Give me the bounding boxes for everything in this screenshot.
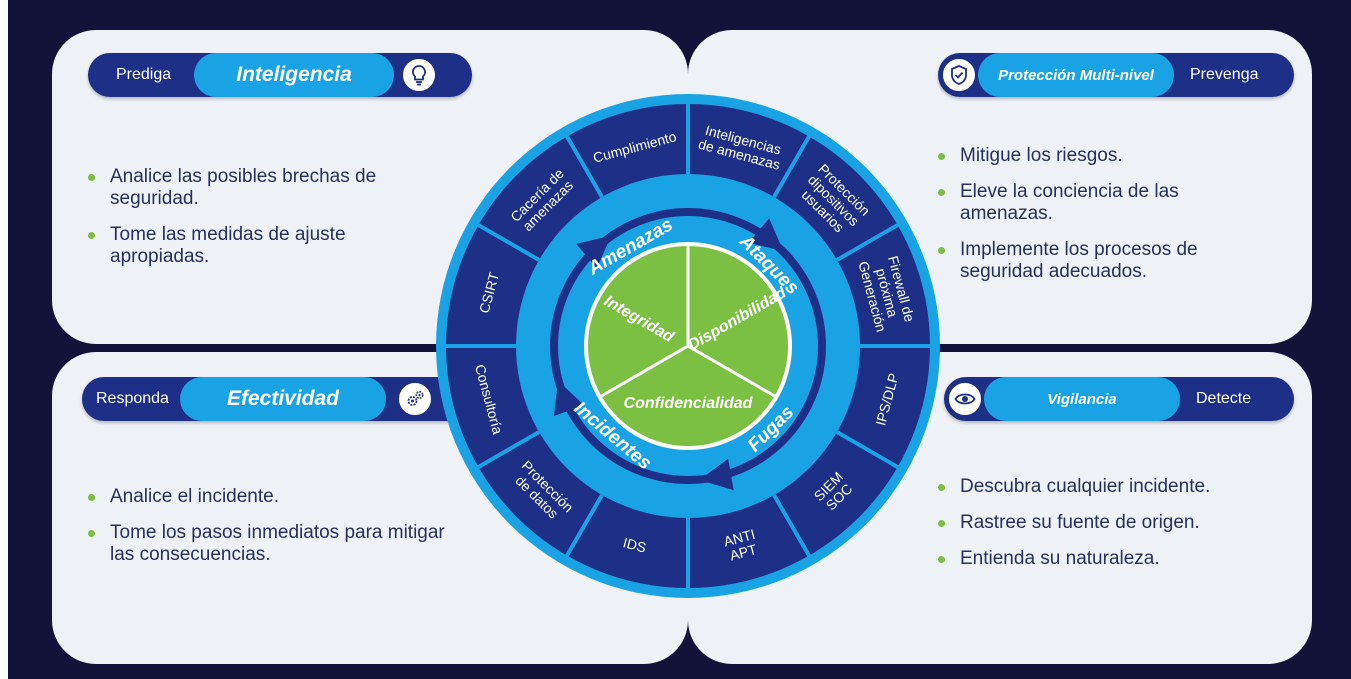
outer-divider [475, 430, 541, 470]
header-pill-efectividad: Responda Efectividad [82, 377, 472, 421]
eye-icon [946, 380, 984, 418]
core-dividers [600, 246, 776, 398]
header-pill-proteccion: Protección Multi-nivel Prevenga [938, 53, 1294, 97]
cycle-arrows [552, 210, 824, 491]
shield-check-icon [940, 56, 978, 94]
bullet-item: Entienda su naturaleza. [936, 548, 1276, 570]
bullet-list-inteligencia: Analice las posibles brechas de segurida… [86, 166, 446, 282]
core-label: Confidencialidad [624, 395, 754, 412]
outer-divider [564, 493, 604, 559]
bullet-item: Tome las medidas de ajuste apropiadas. [86, 224, 446, 268]
bullet-item: Analice el incidente. [86, 486, 466, 508]
outer-divider [564, 133, 604, 199]
bullet-item: Tome los pasos inmediatos para mitigar l… [86, 522, 466, 566]
outer-sector-label: IDS [621, 534, 648, 555]
side-label-prevenga: Prevenga [1190, 66, 1259, 83]
outer-divider [772, 493, 812, 559]
gears-icon [396, 380, 434, 418]
outer-divider [835, 222, 901, 262]
title-vigilancia: Vigilancia [984, 377, 1180, 421]
bullet-item: Descubra cualquier incidente. [936, 476, 1276, 498]
bullet-item: Analice las posibles brechas de segurida… [86, 166, 446, 210]
side-label-detecte: Detecte [1196, 390, 1252, 407]
title-efectividad: Efectividad [180, 377, 386, 421]
infographic-stage: Prediga Inteligencia Analice las posible… [8, 0, 1351, 679]
lightbulb-icon [400, 56, 438, 94]
bullet-list-proteccion: Mitigue los riesgos. Eleve la conciencia… [936, 145, 1276, 297]
outer-sector-label: Proteccióndipositivosusuarios [794, 161, 873, 240]
outer-divider [835, 430, 901, 470]
title-inteligencia: Inteligencia [194, 53, 394, 97]
side-label-responda: Responda [96, 390, 169, 407]
bullet-item: Rastree su fuente de origen. [936, 512, 1276, 534]
outer-ring-dividers [444, 102, 932, 590]
cycle-arrow [553, 380, 693, 482]
outer-divider [772, 133, 812, 199]
outer-sector-label: ANTIAPT [722, 526, 761, 564]
title-proteccion-multinivel: Protección Multi-nivel [978, 53, 1174, 97]
security-wheel: Inteligenciasde amenazasProteccióndiposi… [436, 94, 940, 598]
bullet-item: Mitigue los riesgos. [936, 145, 1276, 167]
bullet-item: Eleve la conciencia de las amenazas. [936, 181, 1276, 225]
bullet-list-vigilancia: Descubra cualquier incidente. Rastree su… [936, 476, 1276, 584]
bullet-list-efectividad: Analice el incidente. Tome los pasos inm… [86, 486, 466, 580]
cycle-arrow [552, 235, 612, 358]
cycle-arrow [600, 210, 784, 252]
outer-divider [475, 222, 541, 262]
cycle-arrow [699, 357, 824, 491]
header-pill-vigilancia: Vigilancia Detecte [944, 377, 1294, 421]
side-label-prediga: Prediga [116, 66, 172, 83]
header-pill-inteligencia: Prediga Inteligencia [88, 53, 472, 97]
bullet-item: Implemente los procesos de seguridad ade… [936, 239, 1276, 283]
